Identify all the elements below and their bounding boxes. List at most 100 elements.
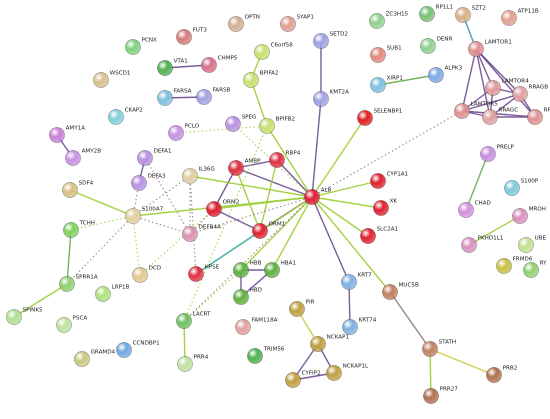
node-hbb[interactable]: HBB <box>233 260 262 278</box>
node-trim56[interactable]: TRIM56 <box>247 346 285 364</box>
node-ball[interactable] <box>455 7 471 23</box>
node-ball[interactable] <box>264 262 280 278</box>
node-ball[interactable] <box>370 173 386 189</box>
node-prr4[interactable]: PRR4 <box>177 354 209 372</box>
node-defa1[interactable]: DEFA1 <box>137 148 172 166</box>
node-ball[interactable] <box>420 38 436 54</box>
node-kmt2a[interactable]: KMT2A <box>313 89 349 107</box>
node-syap1[interactable]: SYAP1 <box>280 14 314 32</box>
node-ube[interactable]: UBE <box>518 235 547 253</box>
node-ball[interactable] <box>369 13 385 29</box>
node-ball[interactable] <box>357 110 373 126</box>
node-s100p[interactable]: S100P <box>504 178 539 196</box>
node-ball[interactable] <box>108 109 124 125</box>
node-ball[interactable] <box>131 175 147 191</box>
node-ball[interactable] <box>65 150 81 166</box>
node-selenbp1[interactable]: SELENBP1 <box>357 108 403 126</box>
node-ball[interactable] <box>62 182 78 198</box>
node-ball[interactable] <box>59 276 75 292</box>
node-ball[interactable] <box>201 57 217 73</box>
node-bpifb2[interactable]: BPIFB2 <box>259 116 295 134</box>
node-ball[interactable] <box>125 39 141 55</box>
node-ball[interactable] <box>177 356 193 372</box>
node-ball[interactable] <box>518 237 534 253</box>
node-ball[interactable] <box>56 317 72 333</box>
node-amy1a[interactable]: AMY1A <box>49 125 85 143</box>
node-hba1[interactable]: HBA1 <box>264 260 296 278</box>
node-slc2a1[interactable]: SLC2A1 <box>360 226 399 244</box>
node-ball[interactable] <box>247 348 263 364</box>
node-ball[interactable] <box>482 109 498 125</box>
node-ball[interactable] <box>373 200 389 216</box>
node-pcnx[interactable]: PCNX <box>125 37 157 55</box>
node-krt74[interactable]: KRT74 <box>342 317 377 335</box>
node-ball[interactable] <box>254 44 270 60</box>
node-muc5b[interactable]: MUC5B <box>382 282 419 300</box>
node-il36g[interactable]: IL36G <box>182 166 215 184</box>
node-ball[interactable] <box>370 77 386 93</box>
node-spink5[interactable]: SPINK5 <box>6 307 43 325</box>
node-ball[interactable] <box>454 103 470 119</box>
node-prr27[interactable]: PRR27 <box>423 386 458 404</box>
node-vta1[interactable]: VTA1 <box>157 58 188 76</box>
node-ball[interactable] <box>132 267 148 283</box>
node-ball[interactable] <box>313 91 329 107</box>
node-stath[interactable]: STATH <box>422 339 456 357</box>
node-sub1[interactable]: SUB1 <box>370 45 402 63</box>
node-ball[interactable] <box>95 286 111 302</box>
node-defa3[interactable]: DEFA3 <box>131 173 166 191</box>
node-denr[interactable]: DENR <box>420 36 453 54</box>
node-ball[interactable] <box>485 80 501 96</box>
node-ball[interactable] <box>310 336 326 352</box>
node-ccndbp1[interactable]: CCNDBP1 <box>116 340 160 358</box>
node-orm1[interactable]: ORM1 <box>252 221 286 239</box>
node-ball[interactable] <box>512 208 528 224</box>
node-rbp4[interactable]: RBP4 <box>269 150 301 168</box>
node-pclo[interactable]: PCLO <box>168 123 200 141</box>
node-ball[interactable] <box>116 342 132 358</box>
node-ball[interactable] <box>527 109 543 125</box>
node-ball[interactable] <box>423 388 439 404</box>
node-prelp[interactable]: PRELP <box>480 144 515 162</box>
node-ball[interactable] <box>125 208 141 224</box>
node-hbd[interactable]: HBD <box>233 287 262 305</box>
node-ambp[interactable]: AMBP <box>228 158 261 176</box>
node-ball[interactable] <box>523 262 539 278</box>
node-ball[interactable] <box>259 118 275 134</box>
node-pkhd1l1[interactable]: PKHD1L1 <box>461 235 504 253</box>
node-ball[interactable] <box>157 60 173 76</box>
node-ckap2[interactable]: CKAP2 <box>108 107 143 125</box>
node-chad[interactable]: CHAD <box>458 200 491 218</box>
node-sdf4[interactable]: SDF4 <box>62 180 94 198</box>
node-mroh[interactable]: MROH <box>512 206 546 224</box>
node-ball[interactable] <box>233 289 249 305</box>
node-ball[interactable] <box>326 365 342 381</box>
node-cyp1a1[interactable]: CYP1A1 <box>370 171 409 189</box>
node-c6orf58[interactable]: C6orf58 <box>254 42 293 60</box>
node-ball[interactable] <box>188 266 204 282</box>
node-nckap1[interactable]: NCKAP1 <box>310 334 349 352</box>
node-sprr1a[interactable]: SPRR1A <box>59 274 98 292</box>
node-frmd6[interactable]: FRMD6 <box>496 256 533 274</box>
node-ball[interactable] <box>243 72 259 88</box>
node-hpse[interactable]: HPSE <box>188 264 220 282</box>
node-zc3h15[interactable]: ZC3H15 <box>369 11 409 29</box>
node-ball[interactable] <box>225 116 241 132</box>
node-ball[interactable] <box>63 222 79 238</box>
node-ball[interactable] <box>428 67 444 83</box>
node-defb4a[interactable]: DEFB4A <box>182 224 221 242</box>
node-ball[interactable] <box>285 372 301 388</box>
node-ball[interactable] <box>228 16 244 32</box>
node-speg[interactable]: SPEG <box>225 114 256 132</box>
node-ball[interactable] <box>304 189 320 205</box>
node-ball[interactable] <box>206 201 222 217</box>
node-ball[interactable] <box>182 226 198 242</box>
node-ball[interactable] <box>176 29 192 45</box>
node-fam118a[interactable]: FAM118A <box>235 317 278 335</box>
node-lrp1b[interactable]: LRP1B <box>95 284 130 302</box>
node-ball[interactable] <box>458 202 474 218</box>
node-setd2[interactable]: SETD2 <box>313 31 348 49</box>
node-rragb[interactable]: RRAGB <box>512 84 548 102</box>
node-ball[interactable] <box>382 284 398 300</box>
node-rptor[interactable]: RPTOR <box>527 107 550 125</box>
